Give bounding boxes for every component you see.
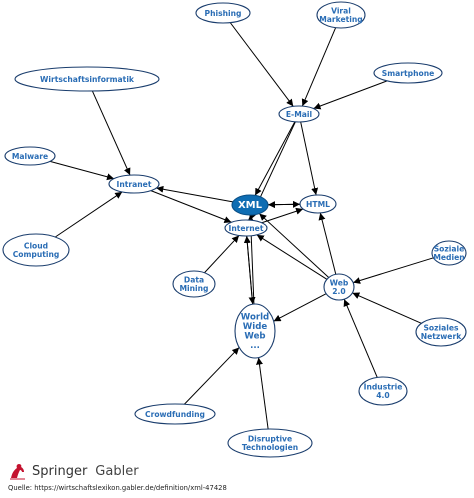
diagram-nodes: Phishing ViralMarketingSmartphoneWirtscha… bbox=[2, 1, 467, 458]
brand-name: Springer bbox=[32, 463, 88, 479]
edge-smartphone-to-email bbox=[313, 80, 388, 110]
node-label-www: World bbox=[241, 312, 269, 322]
node-xml[interactable]: XML bbox=[231, 194, 269, 216]
node-shape-viral bbox=[316, 1, 366, 29]
edge-email-to-xml bbox=[254, 121, 296, 196]
node-label-web20: Web bbox=[330, 279, 349, 288]
node-label-soziale_netz: Netzwerk bbox=[421, 332, 462, 341]
edge-soziale_medien-to-web20 bbox=[352, 257, 434, 284]
node-shape-web20 bbox=[323, 273, 355, 301]
node-malware[interactable]: Malware bbox=[4, 146, 56, 166]
node-label-www: Wide bbox=[243, 322, 268, 332]
node-label-malware: Malware bbox=[12, 152, 48, 161]
node-shape-datamining bbox=[172, 270, 216, 298]
springer-gabler-logo: Springer Gabler bbox=[8, 460, 468, 482]
node-shape-internet bbox=[224, 219, 268, 237]
node-label-smartphone: Smartphone bbox=[382, 69, 435, 78]
node-label-disruptive: Disruptive bbox=[248, 435, 292, 444]
node-label-phishing: Phishing bbox=[205, 9, 242, 18]
node-label-www: ... bbox=[250, 341, 260, 351]
edge-web20-to-internet bbox=[256, 234, 328, 280]
node-smartphone[interactable]: Smartphone bbox=[373, 62, 443, 84]
node-label-industrie: Industrie bbox=[364, 383, 403, 392]
edge-soziale_netz-to-web20 bbox=[352, 292, 422, 324]
node-label-internet: Internet bbox=[229, 224, 264, 233]
node-email[interactable]: E-Mail bbox=[278, 105, 320, 123]
edge-xml-to-intranet bbox=[156, 185, 233, 203]
node-label-intranet: Intranet bbox=[117, 180, 152, 189]
node-shape-phishing bbox=[195, 2, 251, 24]
node-shape-wirtschaft bbox=[14, 66, 160, 92]
node-shape-industrie bbox=[358, 376, 408, 406]
edge-phishing-to-email bbox=[229, 22, 294, 107]
node-label-email: E-Mail bbox=[286, 110, 312, 119]
node-label-disruptive: Technologien bbox=[242, 443, 298, 452]
edge-intranet-to-internet bbox=[150, 190, 232, 223]
node-intranet[interactable]: Intranet bbox=[108, 174, 160, 194]
node-html[interactable]: HTML bbox=[299, 194, 337, 214]
node-label-soziale_netz: Soziales bbox=[423, 324, 459, 333]
node-www[interactable]: WorldWideWeb... bbox=[234, 303, 276, 359]
edge-web20-to-xml bbox=[258, 213, 330, 278]
node-phishing[interactable]: Phishing bbox=[195, 2, 251, 24]
node-internet[interactable]: Internet bbox=[224, 219, 268, 237]
node-label-cloud: Cloud bbox=[24, 242, 48, 251]
source-citation: Quelle: https://wirtschaftslexikon.gable… bbox=[8, 484, 227, 492]
edge-web20-to-html bbox=[318, 212, 337, 275]
node-shape-crowd bbox=[134, 403, 216, 425]
node-label-soziale_medien: Medien bbox=[433, 253, 464, 262]
edge-industrie-to-web20 bbox=[343, 299, 378, 378]
node-label-datamining: Data bbox=[184, 276, 204, 285]
brand-sub: Gabler bbox=[95, 463, 139, 479]
edge-wirtschaft-to-intranet bbox=[91, 90, 131, 176]
edge-datamining-to-internet bbox=[204, 235, 240, 274]
edge-disruptive-to-www bbox=[256, 357, 269, 430]
edge-internet-to-www bbox=[246, 235, 256, 305]
edge-email-to-html bbox=[300, 121, 319, 196]
node-wirtschaft[interactable]: Wirtschaftsinformatik bbox=[14, 66, 160, 92]
node-shape-soziale_netz bbox=[415, 317, 467, 347]
edge-cloud-to-intranet bbox=[55, 191, 123, 238]
node-label-cloud: Computing bbox=[13, 250, 60, 259]
node-shape-soziale_medien bbox=[431, 240, 467, 266]
node-shape-cloud bbox=[2, 233, 70, 267]
node-shape-disruptive bbox=[227, 428, 313, 458]
node-label-crowd: Crowdfunding bbox=[145, 410, 205, 419]
node-shape-malware bbox=[4, 146, 56, 166]
edge-crowd-to-www bbox=[184, 347, 240, 405]
node-label-www: Web bbox=[244, 332, 265, 342]
node-label-soziale_medien: Soziale bbox=[434, 245, 465, 254]
node-shape-www bbox=[234, 303, 276, 359]
node-label-viral: Marketing bbox=[319, 15, 363, 24]
edge-malware-to-intranet bbox=[49, 160, 115, 181]
edge-internet-to-html bbox=[261, 207, 304, 224]
edge-viral-to-email bbox=[301, 27, 337, 107]
node-shape-intranet bbox=[108, 174, 160, 194]
node-label-web20: 2.0 bbox=[332, 287, 345, 296]
node-shape-xml bbox=[231, 194, 269, 216]
node-shape-email bbox=[278, 105, 320, 123]
edge-web20-to-www bbox=[273, 293, 327, 322]
node-label-viral: Viral bbox=[331, 7, 351, 16]
node-label-wirtschaft: Wirtschaftsinformatik bbox=[40, 75, 135, 84]
node-label-industrie: 4.0 bbox=[376, 391, 389, 400]
node-label-html: HTML bbox=[306, 200, 330, 209]
footer: Springer Gabler Quelle: https://wirtscha… bbox=[8, 460, 468, 493]
node-shape-smartphone bbox=[373, 62, 443, 84]
node-shape-html bbox=[299, 194, 337, 214]
springer-horse-icon bbox=[10, 464, 25, 480]
node-label-datamining: Mining bbox=[179, 284, 208, 293]
node-crowd[interactable]: Crowdfunding bbox=[134, 403, 216, 425]
node-label-xml: XML bbox=[238, 200, 263, 211]
